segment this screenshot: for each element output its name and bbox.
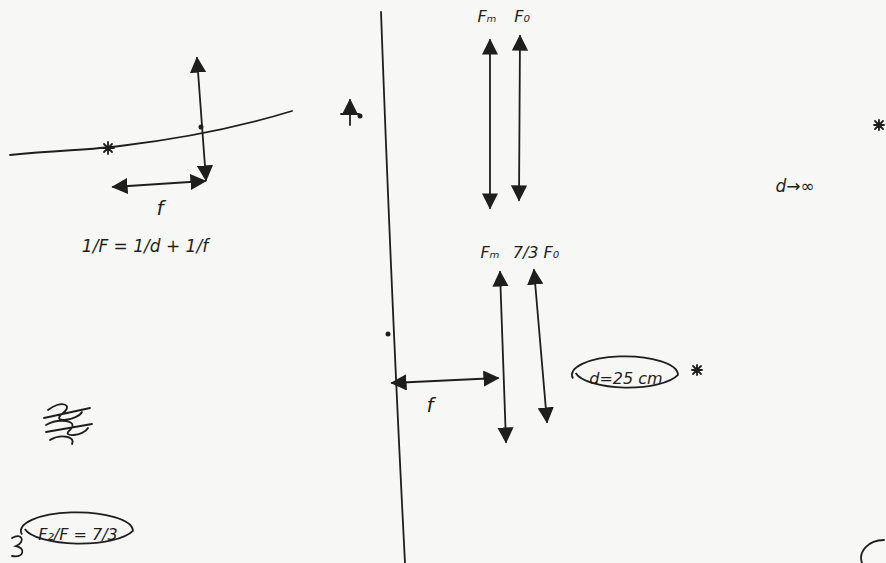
dot <box>358 114 363 119</box>
dot <box>386 332 391 337</box>
screen-line <box>381 12 405 563</box>
handwritten-label: Fₘ <box>480 243 499 262</box>
object-arrow <box>349 100 351 125</box>
scribble <box>12 536 22 556</box>
converging-lens <box>500 272 506 442</box>
asterisk <box>874 120 884 130</box>
object-tick <box>341 113 359 115</box>
handwritten-label: f <box>426 393 433 417</box>
partial-circle <box>861 540 884 563</box>
converging-lens <box>534 270 547 422</box>
distance-arrow <box>392 378 498 383</box>
asterisk <box>692 365 702 375</box>
handwritten-label: d→∞ <box>775 176 814 196</box>
dot <box>199 125 204 130</box>
handwritten-label: Fₘ <box>477 7 496 26</box>
note-text: d=25 cm <box>589 369 662 388</box>
converging-lens <box>519 36 520 200</box>
circled-note: F₂/F = 7/3 <box>20 514 136 555</box>
focal-length-arrow <box>113 181 205 187</box>
handwritten-label: f <box>156 196 163 220</box>
handwritten-label: 7/3 F₀ <box>513 243 559 262</box>
optical-axis <box>10 111 292 155</box>
asterisk <box>102 142 114 154</box>
circled-note: d=25 cm <box>571 358 681 399</box>
handwritten-label: F₀ <box>514 7 530 26</box>
converging-lens <box>197 58 206 180</box>
handwritten-label: 1/F = 1/d + 1/f <box>82 236 208 256</box>
converging-lens <box>489 40 491 208</box>
scribble <box>44 404 92 444</box>
note-text: F₂/F = 7/3 <box>38 525 118 544</box>
